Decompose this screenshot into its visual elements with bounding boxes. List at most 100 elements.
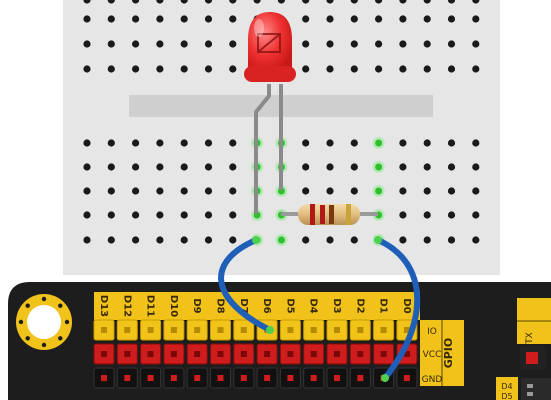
breadboard-hole[interactable]	[447, 40, 456, 48]
breadboard-hole[interactable]	[83, 40, 91, 48]
breadboard-hole[interactable]	[399, 163, 407, 171]
breadboard-hole[interactable]	[447, 15, 456, 23]
breadboard-hole[interactable]	[302, 163, 310, 171]
breadboard-hole[interactable]	[180, 236, 188, 244]
breadboard-hole[interactable]	[229, 211, 237, 219]
breadboard-hole[interactable]	[132, 211, 140, 219]
breadboard-hole[interactable]	[107, 40, 115, 48]
breadboard-hole[interactable]	[180, 139, 188, 147]
breadboard-hole[interactable]	[277, 236, 285, 244]
breadboard-hole[interactable]	[472, 187, 480, 195]
breadboard-hole[interactable]	[399, 211, 407, 219]
breadboard-hole[interactable]	[447, 163, 456, 171]
breadboard-hole[interactable]	[472, 15, 480, 23]
breadboard-hole[interactable]	[423, 40, 431, 48]
breadboard-hole[interactable]	[204, 163, 213, 171]
breadboard-hole[interactable]	[302, 236, 310, 244]
breadboard-hole[interactable]	[156, 187, 164, 195]
breadboard-hole[interactable]	[180, 163, 188, 171]
breadboard-hole[interactable]	[180, 0, 188, 4]
breadboard-hole[interactable]	[350, 0, 358, 4]
breadboard-hole[interactable]	[156, 15, 164, 23]
breadboard-hole[interactable]	[399, 15, 407, 23]
breadboard-hole[interactable]	[83, 163, 91, 171]
breadboard-hole[interactable]	[83, 236, 91, 244]
breadboard-hole[interactable]	[180, 40, 188, 48]
breadboard-hole[interactable]	[180, 15, 188, 23]
breadboard-hole[interactable]	[447, 65, 456, 73]
breadboard-hole[interactable]	[399, 139, 407, 147]
breadboard-hole[interactable]	[399, 236, 407, 244]
breadboard-hole[interactable]	[399, 40, 407, 48]
breadboard-hole[interactable]	[253, 0, 261, 4]
breadboard-hole[interactable]	[132, 65, 140, 73]
breadboard-hole[interactable]	[277, 0, 285, 4]
breadboard-hole[interactable]	[83, 65, 91, 73]
breadboard-hole[interactable]	[302, 65, 310, 73]
breadboard-hole[interactable]	[204, 187, 213, 195]
breadboard-hole[interactable]	[156, 211, 164, 219]
breadboard-hole[interactable]	[375, 0, 383, 4]
breadboard-hole[interactable]	[229, 65, 237, 73]
breadboard-hole[interactable]	[447, 236, 456, 244]
breadboard-hole[interactable]	[302, 139, 310, 147]
breadboard-hole[interactable]	[472, 139, 480, 147]
breadboard-hole[interactable]	[472, 40, 480, 48]
breadboard-hole[interactable]	[107, 163, 115, 171]
breadboard-hole[interactable]	[83, 0, 91, 4]
breadboard-hole[interactable]	[326, 236, 334, 244]
breadboard-hole[interactable]	[399, 0, 407, 4]
breadboard-hole[interactable]	[447, 211, 456, 219]
breadboard-hole[interactable]	[302, 40, 310, 48]
breadboard-hole[interactable]	[399, 187, 407, 195]
breadboard-hole[interactable]	[229, 236, 237, 244]
breadboard-hole[interactable]	[375, 15, 383, 23]
breadboard-hole[interactable]	[472, 236, 480, 244]
breadboard-hole[interactable]	[229, 139, 237, 147]
breadboard-hole[interactable]	[472, 0, 480, 4]
breadboard-hole[interactable]	[132, 139, 140, 147]
breadboard-hole[interactable]	[204, 211, 213, 219]
breadboard-hole[interactable]	[302, 15, 310, 23]
breadboard-hole[interactable]	[447, 187, 456, 195]
breadboard-hole[interactable]	[229, 163, 237, 171]
breadboard-hole[interactable]	[326, 40, 334, 48]
breadboard-hole[interactable]	[204, 15, 213, 23]
breadboard-hole[interactable]	[326, 163, 334, 171]
breadboard-hole[interactable]	[350, 236, 358, 244]
breadboard-hole[interactable]	[156, 163, 164, 171]
breadboard-hole[interactable]	[107, 15, 115, 23]
breadboard-hole[interactable]	[107, 236, 115, 244]
breadboard-hole[interactable]	[156, 65, 164, 73]
breadboard-hole[interactable]	[375, 163, 383, 171]
breadboard-hole[interactable]	[107, 211, 115, 219]
breadboard-hole[interactable]	[472, 211, 480, 219]
breadboard-hole[interactable]	[472, 65, 480, 73]
breadboard-hole[interactable]	[204, 0, 213, 4]
breadboard-hole[interactable]	[229, 40, 237, 48]
breadboard-hole[interactable]	[326, 15, 334, 23]
breadboard-hole[interactable]	[326, 0, 334, 4]
breadboard-hole[interactable]	[156, 40, 164, 48]
breadboard-hole[interactable]	[326, 187, 334, 195]
breadboard-hole[interactable]	[423, 163, 431, 171]
breadboard-hole[interactable]	[375, 40, 383, 48]
breadboard-hole[interactable]	[375, 139, 383, 147]
breadboard-hole[interactable]	[132, 15, 140, 23]
breadboard-hole[interactable]	[375, 65, 383, 73]
breadboard-hole[interactable]	[83, 211, 91, 219]
breadboard-hole[interactable]	[132, 0, 140, 4]
breadboard-hole[interactable]	[107, 0, 115, 4]
breadboard-hole[interactable]	[107, 187, 115, 195]
breadboard-hole[interactable]	[156, 139, 164, 147]
breadboard-hole[interactable]	[350, 163, 358, 171]
breadboard-hole[interactable]	[204, 40, 213, 48]
breadboard-hole[interactable]	[204, 139, 213, 147]
breadboard-hole[interactable]	[132, 163, 140, 171]
breadboard-hole[interactable]	[132, 40, 140, 48]
breadboard-hole[interactable]	[180, 211, 188, 219]
breadboard-hole[interactable]	[423, 139, 431, 147]
breadboard-hole[interactable]	[472, 163, 480, 171]
breadboard-hole[interactable]	[423, 15, 431, 23]
breadboard-hole[interactable]	[132, 236, 140, 244]
